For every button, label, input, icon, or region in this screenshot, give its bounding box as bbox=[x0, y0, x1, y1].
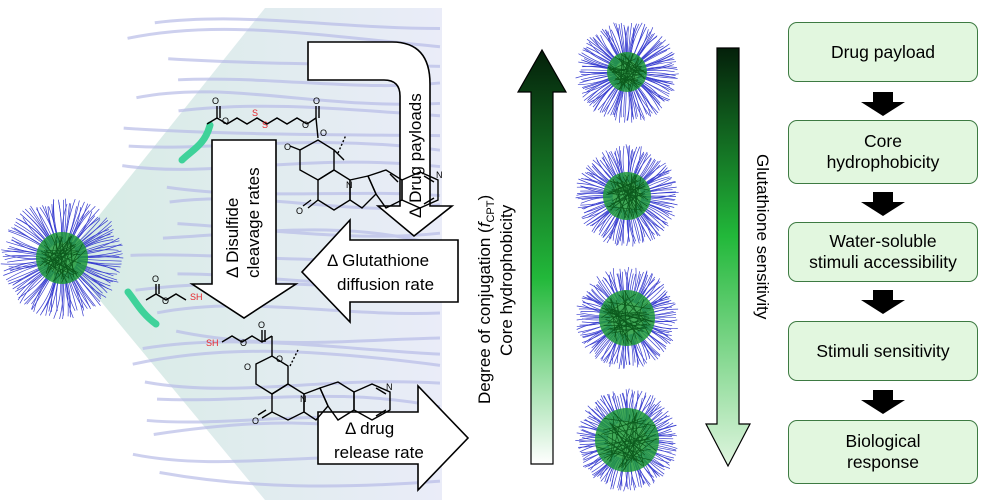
released-camptothecin-structure bbox=[124, 284, 391, 421]
atom-o-2: O bbox=[222, 116, 229, 126]
wedge-strand bbox=[154, 17, 441, 31]
conjugation-sub: CPT bbox=[485, 200, 497, 222]
flow-step-label: Drug payload bbox=[830, 41, 936, 62]
flow-arrow bbox=[861, 390, 905, 414]
drug-payloads-arrow: Δ Drug payloads bbox=[307, 41, 455, 238]
atom-labels: O O S S O O O O O N N O O SH SH O O O O … bbox=[152, 96, 443, 426]
atom-o-3: O bbox=[302, 120, 309, 130]
atom-n-1: N bbox=[346, 180, 353, 190]
atom-o-4: O bbox=[313, 96, 320, 106]
flow-step-drug-payload: Drug payload bbox=[788, 22, 978, 82]
polymer-backbone-bottom bbox=[124, 288, 160, 328]
flow-step-biological-response: Biological response bbox=[788, 420, 978, 484]
atom-o-10: O bbox=[258, 320, 265, 330]
atom-s-2: S bbox=[262, 120, 268, 130]
atom-o-12: O bbox=[276, 354, 283, 364]
atom-o-13: O bbox=[244, 362, 251, 372]
wedge-strand bbox=[156, 394, 441, 409]
atom-n-2: N bbox=[436, 170, 443, 180]
wedge-strand bbox=[123, 126, 441, 138]
conjugation-f: f bbox=[475, 220, 494, 227]
flow-step-core-hydrophobicity: Core hydrophobicity bbox=[788, 120, 978, 184]
column-micelle-1 bbox=[575, 22, 679, 123]
glutathione-gradient-arrow bbox=[705, 47, 751, 468]
conjugation-prefix: Degree of conjugation ( bbox=[475, 227, 494, 404]
wedge-strand bbox=[175, 329, 441, 344]
polymer-backbone-top bbox=[178, 121, 214, 164]
atom-o-14: O bbox=[252, 416, 259, 426]
large-micelle bbox=[0, 198, 124, 320]
atom-o-9: O bbox=[162, 296, 169, 306]
flow-step-label: Stimuli sensitivity bbox=[816, 340, 950, 361]
conjugation-gradient-arrow bbox=[516, 48, 568, 465]
drug-release-arrow: Δ drug release rate bbox=[317, 384, 470, 492]
micelle-column bbox=[575, 22, 679, 492]
atom-n-3: N bbox=[300, 394, 307, 404]
core-hydrophobicity-axis-label: Core hydrophobicity bbox=[497, 204, 516, 356]
atom-o-7: O bbox=[296, 206, 303, 216]
wedge-strand bbox=[156, 304, 441, 315]
column-micelle-4 bbox=[575, 388, 678, 492]
atom-o-6: O bbox=[284, 142, 291, 152]
conjugation-suffix: ) bbox=[475, 195, 494, 201]
drug-payloads-label: Δ Drug payloads bbox=[406, 93, 425, 218]
wedge-strand bbox=[162, 228, 441, 248]
conjugation-axis-label: Degree of conjugation (fCPT) bbox=[475, 195, 497, 404]
flow-arrow bbox=[861, 290, 905, 314]
atom-o-8: O bbox=[152, 274, 159, 284]
flow-arrow bbox=[861, 192, 905, 216]
atom-s-1: S bbox=[252, 108, 258, 118]
column-micelle-3 bbox=[576, 267, 679, 369]
micelle-core bbox=[595, 408, 659, 472]
column-micelle-2 bbox=[575, 144, 679, 247]
release-label-line2: release rate bbox=[334, 443, 424, 462]
conjugated-camptothecin-structure bbox=[178, 106, 439, 211]
glutathione-sensitivity-axis-label: Glutathione sensitivity bbox=[753, 154, 772, 320]
wedge-strand bbox=[159, 471, 441, 488]
flow-step-label: Core hydrophobicity bbox=[826, 131, 940, 172]
flow-step-label: Biological response bbox=[845, 431, 921, 472]
wedge-strand bbox=[136, 90, 441, 106]
micelle-core bbox=[599, 290, 655, 346]
flowchart-arrows bbox=[861, 92, 905, 414]
disulfide-label-line2: cleavage rates bbox=[244, 167, 263, 278]
flow-arrow bbox=[861, 92, 905, 116]
atom-o-5: O bbox=[320, 128, 327, 138]
glutathione-label-line1: Δ Glutathione bbox=[327, 251, 429, 270]
atom-n-4: N bbox=[386, 382, 393, 392]
glutathione-label-line2: diffusion rate bbox=[337, 275, 434, 294]
flow-step-stimuli-accessibility: Water-soluble stimuli accessibility bbox=[788, 222, 978, 282]
micelle-core bbox=[603, 172, 651, 220]
wedge-strand bbox=[142, 340, 441, 356]
micelle-core bbox=[607, 52, 647, 92]
flow-step-label: Water-soluble stimuli accessibility bbox=[809, 231, 957, 272]
glutathione-diffusion-arrow: Δ Glutathione diffusion rate bbox=[300, 217, 459, 324]
release-label-line1: Δ drug bbox=[345, 419, 394, 438]
large-micelle-drawing bbox=[0, 198, 124, 320]
flow-step-stimuli-sensitivity: Stimuli sensitivity bbox=[788, 321, 978, 381]
atom-o-1: O bbox=[212, 96, 219, 106]
atom-sh-2: SH bbox=[206, 338, 219, 348]
atom-sh-1: SH bbox=[190, 292, 203, 302]
disulfide-cleavage-arrow: Δ Disulfide cleavage rates bbox=[189, 139, 299, 319]
wedge-strand bbox=[144, 380, 441, 390]
micelle-core bbox=[36, 232, 88, 284]
atom-o-11: O bbox=[240, 338, 247, 348]
disulfide-label-line1: Δ Disulfide bbox=[223, 198, 242, 278]
